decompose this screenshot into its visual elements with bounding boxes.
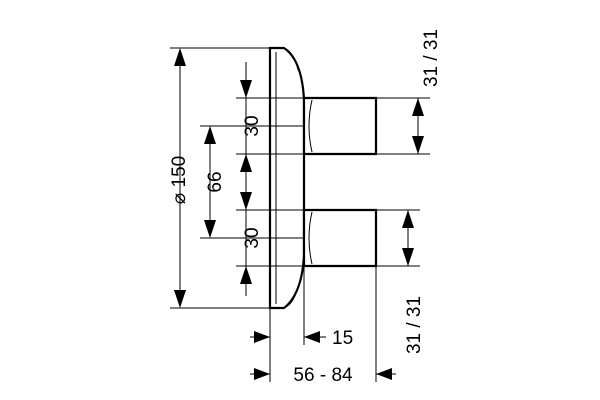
depth-dimension (250, 331, 326, 343)
depth-label: 15 (332, 328, 353, 349)
top-right-dimension (412, 98, 424, 154)
top-right-label: 31 / 31 (421, 29, 442, 87)
wall-plate (268, 46, 306, 310)
lower-handle-label: 30 (242, 227, 263, 248)
diameter-dimension (174, 48, 186, 308)
lower-handle (302, 208, 378, 268)
extension-lines (170, 47, 430, 382)
lower-handle-dimension (240, 174, 252, 296)
spacing-label: 66 (205, 171, 226, 192)
range-label: 56 - 84 (293, 365, 353, 386)
bottom-right-label: 31 / 31 (404, 296, 425, 354)
upper-handle-label: 30 (242, 115, 263, 136)
upper-handle-dimension (240, 62, 252, 190)
bottom-right-dimension (402, 210, 414, 266)
range-dimension (250, 368, 396, 380)
spacing-dimension (204, 126, 216, 238)
upper-handle (302, 96, 378, 156)
diameter-label: ⌀ 150 (169, 156, 190, 204)
